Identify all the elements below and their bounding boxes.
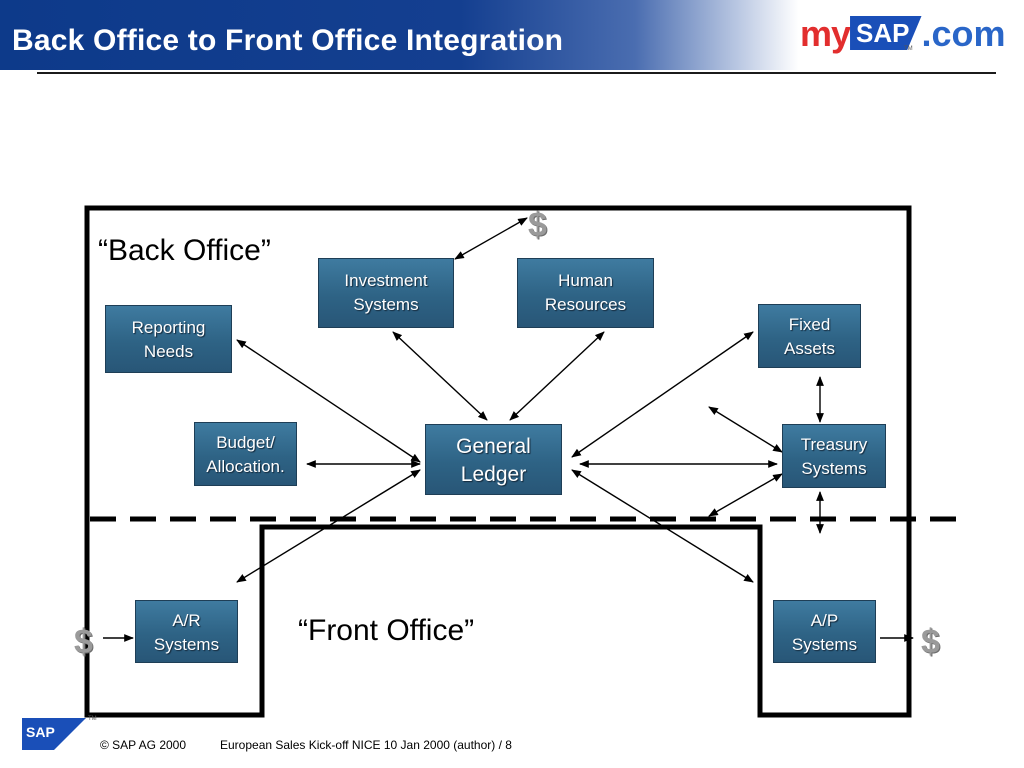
node-human-resources: Human Resources xyxy=(517,258,654,328)
node-investment-systems: Investment Systems xyxy=(318,258,454,328)
sap-footer-logo-text: SAP xyxy=(26,724,55,740)
node-general-ledger: General Ledger xyxy=(425,424,562,495)
node-budget-allocation: Budget/ Allocation. xyxy=(194,422,297,486)
node-investment-line1: Investment xyxy=(344,271,428,290)
slide-title: Back Office to Front Office Integration xyxy=(12,24,564,57)
connector-investment-dollar xyxy=(454,217,528,260)
footer-event-info: European Sales Kick-off NICE 10 Jan 2000… xyxy=(220,738,512,752)
connector-ledger-ar xyxy=(236,469,421,583)
back-office-label: “Back Office” xyxy=(98,234,271,267)
footer-copyright: © SAP AG 2000 xyxy=(100,738,187,752)
node-fixed-assets-line1: Fixed xyxy=(788,315,831,334)
back-office-boundary xyxy=(84,205,912,718)
header-divider xyxy=(37,72,996,74)
connector-investment-ledger xyxy=(392,331,488,421)
dollar-right: $ xyxy=(921,623,940,661)
node-ledger-line1: General xyxy=(456,435,531,458)
front-office-label: “Front Office” xyxy=(298,614,475,647)
node-hr-line1: Human xyxy=(558,271,613,290)
logo-trademark: TM xyxy=(904,46,913,52)
connector-reporting-ledger xyxy=(236,339,421,463)
connector-fixed-assets-ledger xyxy=(571,331,754,458)
node-fixed-assets-line2: Assets xyxy=(783,339,836,358)
node-budget-line1: Budget/ xyxy=(216,433,275,452)
dollar-top: $ xyxy=(528,206,547,244)
node-treasury-line2: Systems xyxy=(801,459,867,478)
node-ar-line1: A/R xyxy=(172,611,201,630)
node-reporting-line1: Reporting xyxy=(131,318,206,337)
node-hr-line2: Resources xyxy=(544,295,627,314)
node-reporting-line2: Needs xyxy=(143,342,194,361)
logo-my: my xyxy=(800,13,851,54)
node-ar-systems: A/R Systems xyxy=(135,600,238,663)
node-treasury-line1: Treasury xyxy=(800,435,868,454)
node-fixed-assets: Fixed Assets xyxy=(758,304,861,368)
logo-sap: SAP xyxy=(850,16,922,50)
node-ledger-line2: Ledger xyxy=(460,463,527,486)
node-budget-line2: Allocation. xyxy=(206,457,285,476)
node-treasury-systems: Treasury Systems xyxy=(782,424,886,488)
connector-ledger-ap xyxy=(571,469,754,583)
dollar-left: $ xyxy=(74,623,93,661)
connector-hr-ledger xyxy=(509,331,605,421)
node-ap-line1: A/P xyxy=(810,611,839,630)
logo-dotcom: .com xyxy=(921,13,1006,54)
footer-trademark: TM xyxy=(88,716,97,722)
node-ap-systems: A/P Systems xyxy=(773,600,876,663)
node-reporting-needs: Reporting Needs xyxy=(105,305,232,373)
node-investment-line2: Systems xyxy=(353,295,419,314)
connector-treasury-upper-left xyxy=(708,406,783,453)
node-ap-line2: Systems xyxy=(791,635,858,654)
connector-treasury-lower-left xyxy=(708,473,783,517)
node-ar-line2: Systems xyxy=(153,635,220,654)
